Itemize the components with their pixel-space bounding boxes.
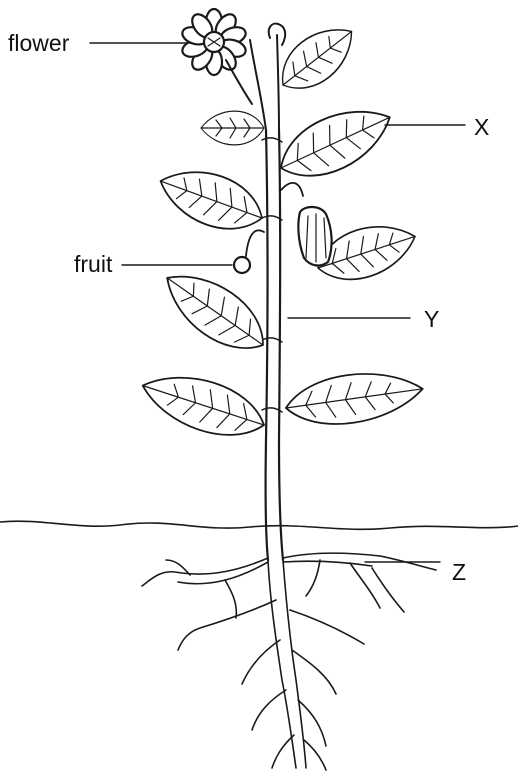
soil-line xyxy=(0,521,518,529)
roots xyxy=(142,553,436,770)
leaf xyxy=(201,111,264,145)
stem xyxy=(250,24,285,560)
flower-illustration xyxy=(180,9,252,104)
label-z: Z xyxy=(452,559,466,585)
leaf xyxy=(152,157,271,241)
label-x: X xyxy=(474,114,489,140)
pointer-lines xyxy=(90,43,465,562)
leaf xyxy=(283,365,426,432)
leaf xyxy=(153,258,277,365)
label-fruit: fruit xyxy=(74,251,113,277)
fruit-illustration xyxy=(234,230,264,273)
label-flower: flower xyxy=(8,30,70,56)
hanging-bud xyxy=(281,183,332,266)
leaf-x xyxy=(270,94,401,192)
label-y: Y xyxy=(424,306,439,332)
leaf xyxy=(135,362,271,448)
